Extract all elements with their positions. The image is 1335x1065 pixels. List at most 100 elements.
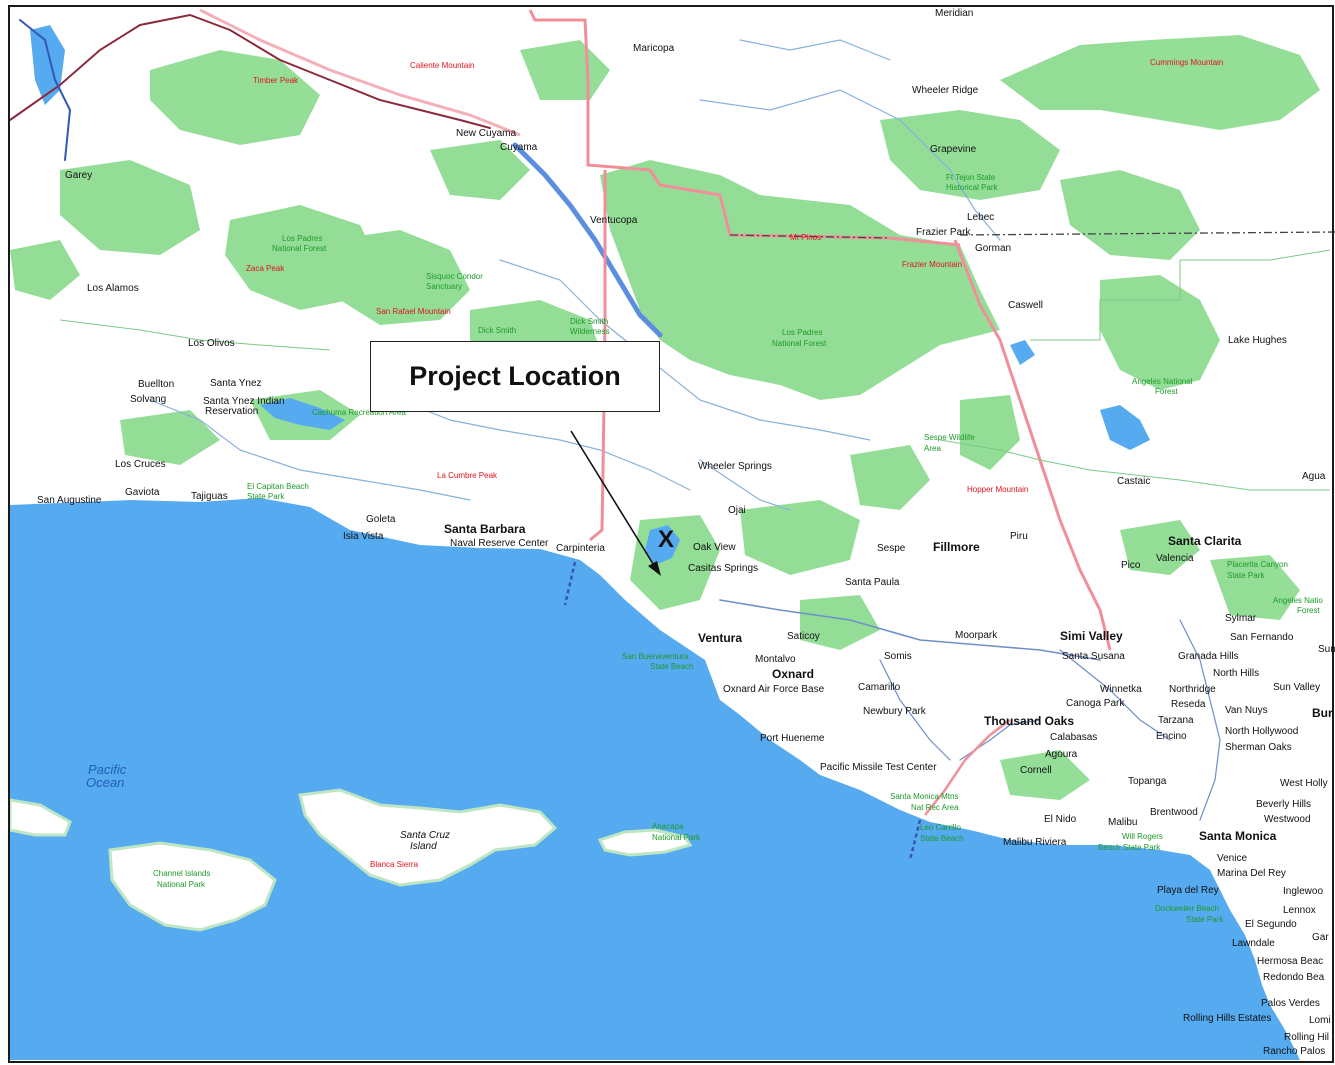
label-cachuma: Cachuma Recreation Area: [312, 408, 406, 417]
label-sun: Sun: [1318, 644, 1335, 655]
label-oxnard-afb: Oxnard Air Force Base: [723, 684, 825, 695]
label-west-holly: West Holly: [1280, 778, 1328, 789]
label-wheeler-springs: Wheeler Springs: [698, 461, 772, 472]
label-lp-nf-1: Los Padres: [282, 234, 322, 243]
label-meridian: Meridian: [935, 8, 973, 19]
label-placerita: Placerita Canyon: [1227, 560, 1288, 569]
label-reseda: Reseda: [1171, 699, 1206, 710]
label-santa-ynez-indian: Santa Ynez Indian: [203, 396, 285, 407]
lakes: [30, 25, 1150, 565]
label-lennox: Lennox: [1283, 905, 1316, 916]
label-lp-nf-2: Los Padres: [782, 328, 822, 337]
label-san-rafael-mountain: San Rafael Mountain: [376, 307, 451, 316]
label-zaca-peak: Zaca Peak: [246, 264, 285, 273]
label-dick-smith-w2: Wilderness: [570, 327, 610, 336]
label-channel-islands-2: National Park: [157, 880, 206, 889]
label-ojai: Ojai: [728, 505, 746, 516]
label-isla-vista: Isla Vista: [343, 531, 384, 542]
label-sespe: Sespe: [877, 543, 906, 554]
label-castaic: Castaic: [1117, 476, 1150, 487]
label-solvang: Solvang: [130, 394, 166, 405]
label-beverly-hills: Beverly Hills: [1256, 799, 1311, 810]
label-westwood: Westwood: [1264, 814, 1311, 825]
label-rolling-hills: Rolling Hil: [1284, 1032, 1329, 1043]
label-will-rogers-2: Beach State Park: [1098, 843, 1161, 852]
label-santa-cruz-island-2: Island: [410, 841, 437, 852]
label-san-augustine: San Augustine: [37, 495, 102, 506]
label-bur: Bur: [1312, 706, 1333, 720]
label-caliente-mountain: Caliente Mountain: [410, 61, 474, 70]
label-moorpark: Moorpark: [955, 630, 998, 641]
label-tarzana: Tarzana: [1158, 715, 1194, 726]
label-camarillo: Camarillo: [858, 682, 901, 693]
label-la-cumbre-peak: La Cumbre Peak: [437, 471, 498, 480]
label-ft-tejon-2: Historical Park: [946, 183, 999, 192]
label-lomita: Lomi: [1309, 1015, 1331, 1026]
label-montalvo: Montalvo: [755, 654, 796, 665]
label-el-nido: El Nido: [1044, 814, 1077, 825]
label-los-cruces: Los Cruces: [115, 459, 166, 470]
label-san-buenaventura-2: State Beach: [650, 662, 694, 671]
label-santa-ynez-indian-2: Reservation: [205, 406, 258, 417]
label-grapevine: Grapevine: [930, 144, 977, 155]
label-goleta: Goleta: [366, 514, 396, 525]
label-frazier-park: Frazier Park: [916, 227, 971, 238]
label-lawndale: Lawndale: [1232, 938, 1275, 949]
label-carpinteria: Carpinteria: [556, 543, 605, 554]
label-angeles-nf-2: Forest: [1155, 387, 1178, 396]
label-santa-susana: Santa Susana: [1062, 651, 1125, 662]
x-marker-icon[interactable]: X: [658, 526, 674, 553]
label-ocean: Ocean: [86, 775, 124, 790]
label-santa-paula: Santa Paula: [845, 577, 900, 588]
label-san-buenaventura: San Buenaventura: [622, 652, 689, 661]
label-simi-valley: Simi Valley: [1060, 629, 1123, 643]
label-inglewood: Inglewoo: [1283, 886, 1323, 897]
label-lebec: Lebec: [967, 212, 994, 223]
label-malibu: Malibu: [1108, 817, 1137, 828]
label-garey: Garey: [65, 170, 92, 181]
label-lp-nf-1b: National Forest: [272, 244, 327, 253]
project-location-callout: Project Location: [370, 341, 660, 412]
label-sisquoc: Sisquoc Condor: [426, 272, 483, 281]
label-redondo-beach: Redondo Bea: [1263, 972, 1325, 983]
label-santa-barbara: Santa Barbara: [444, 522, 526, 536]
label-casitas-springs: Casitas Springs: [688, 563, 758, 574]
pointer-arrow: [570, 430, 656, 568]
label-santa-cruz-island: Santa Cruz: [400, 830, 450, 841]
label-canoga-park: Canoga Park: [1066, 698, 1125, 709]
label-wheeler-ridge: Wheeler Ridge: [912, 85, 979, 96]
label-north-hills: North Hills: [1213, 668, 1259, 679]
label-sherman-oaks: Sherman Oaks: [1225, 742, 1292, 753]
label-ventucopa: Ventucopa: [590, 215, 638, 226]
label-los-olivos: Los Olivos: [188, 338, 235, 349]
forest-areas: [10, 35, 1320, 800]
label-pacific-missile: Pacific Missile Test Center: [820, 762, 937, 773]
label-placerita-2: State Park: [1227, 571, 1265, 580]
label-will-rogers: Will Rogers: [1122, 832, 1163, 841]
county-boundaries: [199, 8, 1335, 861]
label-new-cuyama: New Cuyama: [456, 128, 516, 139]
label-los-alamos: Los Alamos: [87, 283, 139, 294]
label-leo-carrillo: Leo Carrillo: [920, 823, 961, 832]
label-angeles-nf-3b: Forest: [1297, 606, 1320, 615]
label-san-fernando: San Fernando: [1230, 632, 1294, 643]
label-el-segundo: El Segundo: [1245, 919, 1297, 930]
label-cummings-mountain: Cummings Mountain: [1150, 58, 1223, 67]
label-santa-ynez: Santa Ynez: [210, 378, 262, 389]
label-encino: Encino: [1156, 731, 1187, 742]
label-angeles-nf-3: Angeles Natio: [1273, 596, 1323, 605]
label-calabasas: Calabasas: [1050, 732, 1097, 743]
label-dick-smith-w: Dick Smith: [570, 317, 608, 326]
pointer-arrowhead: [648, 561, 661, 576]
label-marina-del-rey: Marina Del Rey: [1217, 868, 1286, 879]
label-smm-2: Nat Rec Area: [911, 803, 959, 812]
label-gaviota: Gaviota: [125, 487, 160, 498]
map-frame: [8, 5, 1334, 1063]
project-location-label: Project Location: [409, 361, 621, 391]
label-anacapa: Anacapa: [652, 822, 684, 831]
channel-islands: [8, 788, 693, 932]
pacific-ocean-water: [10, 498, 1300, 1060]
forest-boundaries: [59, 249, 1331, 491]
label-brentwood: Brentwood: [1150, 807, 1198, 818]
